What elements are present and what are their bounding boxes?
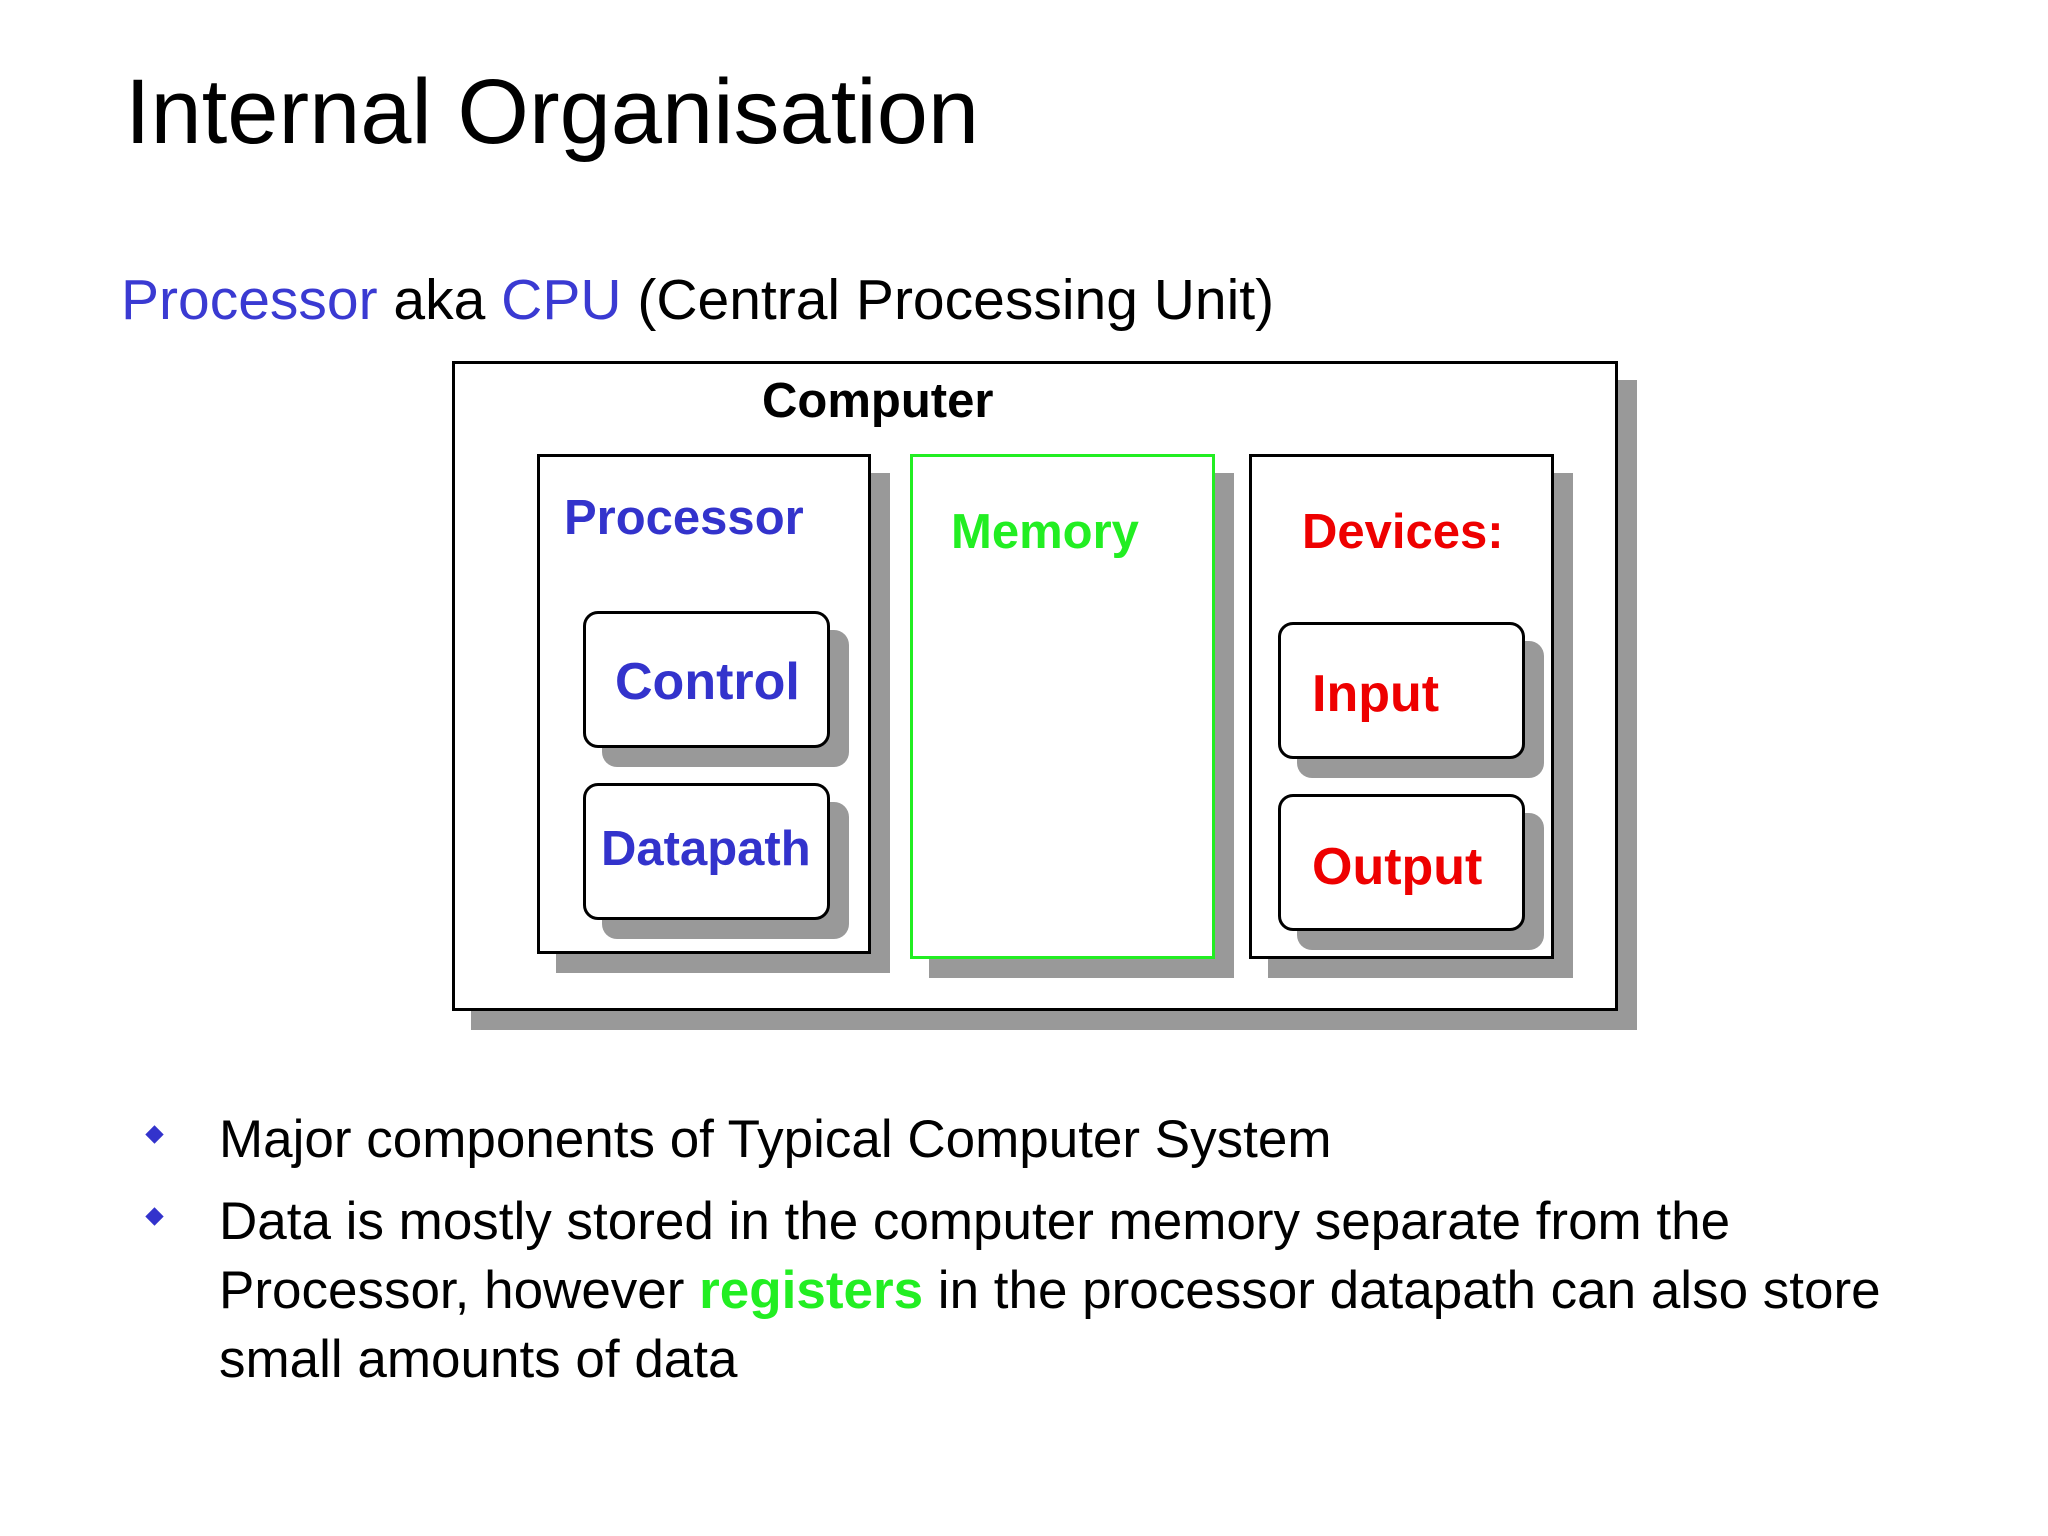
output-box [1278, 794, 1525, 931]
subtitle-cpu-term: CPU [501, 268, 622, 332]
datapath-label: Datapath [601, 822, 811, 876]
input-label: Input [1312, 665, 1440, 723]
bullet-item-1: Major components of Typical Computer Sys… [219, 1110, 1332, 1169]
memory-label: Memory [951, 505, 1139, 559]
input-box [1278, 622, 1525, 759]
bullet-item-2: Data is mostly stored in the computer me… [219, 1187, 1919, 1394]
bullet-item-2-text-after: in the processor datapath can also store… [219, 1261, 1881, 1389]
control-box [583, 611, 830, 748]
bullet-diamond-icon [145, 1125, 164, 1144]
registers-highlight: registers [699, 1261, 924, 1320]
slide-title: Internal Organisation [125, 61, 980, 163]
subtitle-processor-term: Processor [121, 268, 378, 332]
computer-label: Computer [762, 374, 994, 428]
subtitle-connector: aka [377, 268, 502, 332]
slide-subtitle: Processor aka CPU (Central Processing Un… [121, 272, 1274, 329]
processor-label: Processor [564, 491, 804, 545]
output-label: Output [1312, 838, 1483, 896]
devices-label: Devices: [1302, 505, 1504, 559]
subtitle-rest: (Central Processing Unit) [621, 268, 1275, 332]
datapath-box [583, 783, 830, 920]
bullet-item-2-text-before: Data is mostly stored in the computer me… [219, 1192, 1731, 1320]
bullet-diamond-icon [145, 1207, 164, 1226]
control-label: Control [615, 653, 800, 711]
memory-box [910, 454, 1215, 959]
